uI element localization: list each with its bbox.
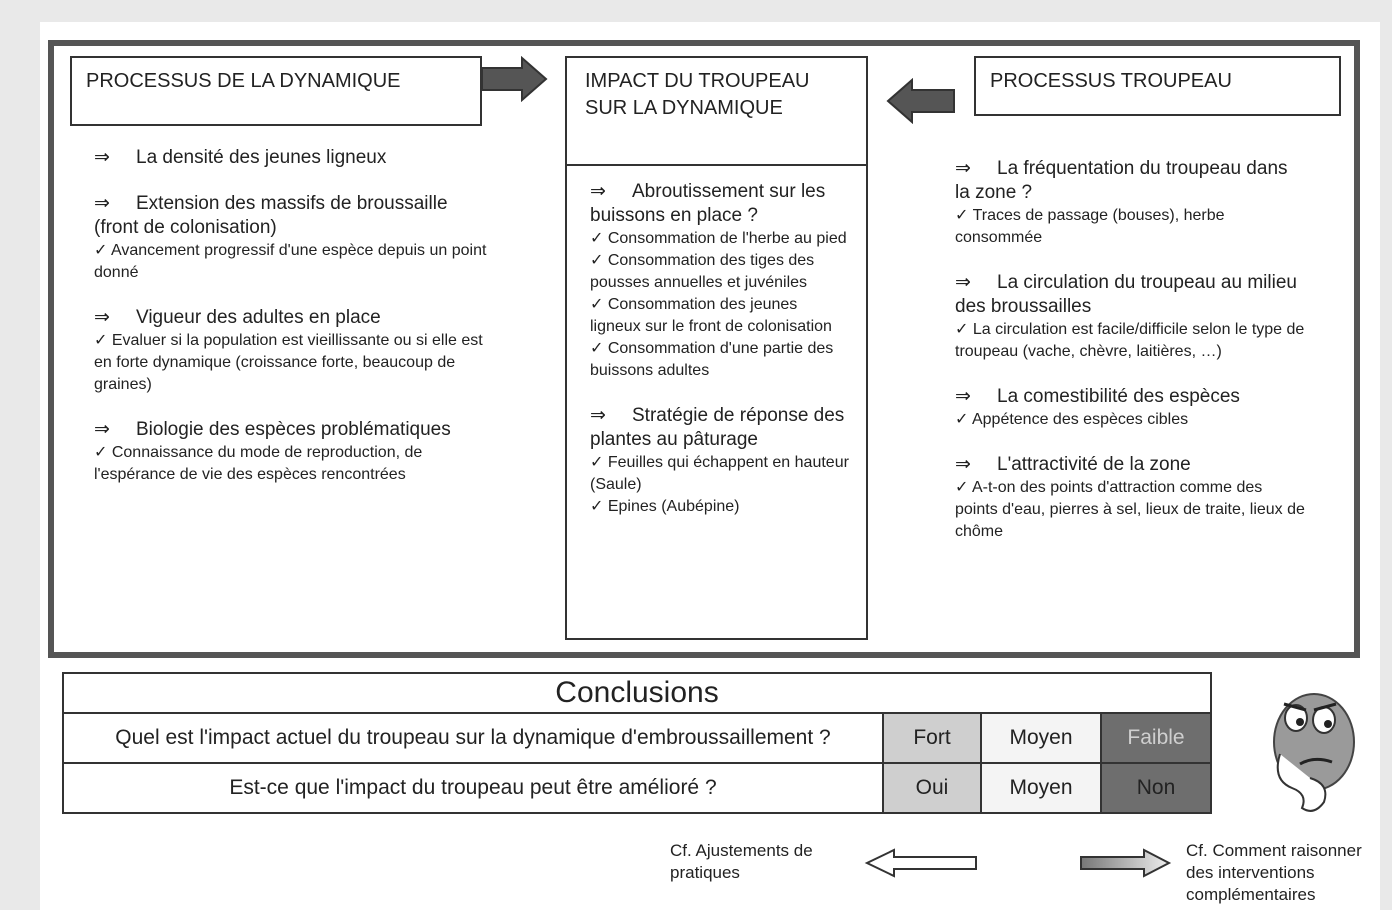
item-detail: ✓ Connaissance du mode de reproduction, …: [94, 444, 423, 483]
item-heading: La comestibilité des espèces: [997, 386, 1240, 407]
item-heading: Extension des massifs de broussaille (fr…: [94, 193, 448, 238]
item-detail: ✓ Consommation d'une partie des buissons…: [590, 340, 834, 379]
middle-title: IMPACT DU TROUPEAU SUR LA DYNAMIQUE: [585, 70, 810, 119]
conclusion-row: Est-ce que l'impact du troupeau peut êtr…: [62, 762, 1212, 814]
conclusion-row: Quel est l'impact actuel du troupeau sur…: [62, 712, 1212, 764]
item-heading: Biologie des espèces problématiques: [136, 419, 451, 440]
middle-title-box: IMPACT DU TROUPEAU SUR LA DYNAMIQUE: [567, 58, 866, 166]
list-item: ⇒ La densité des jeunes ligneux: [94, 146, 494, 170]
option-faible[interactable]: Faible: [1100, 712, 1212, 764]
right-title-box: PROCESSUS TROUPEAU: [974, 56, 1341, 116]
item-detail: ✓ Consommation des jeunes ligneux sur le…: [590, 296, 832, 335]
right-column: ⇒La fréquentation du troupeau dans la zo…: [955, 157, 1305, 565]
conclusions-title: Conclusions: [62, 672, 1212, 714]
question-impact: Quel est l'impact actuel du troupeau sur…: [62, 712, 884, 764]
double-arrow-icon: ⇒: [94, 147, 110, 168]
double-arrow-icon: ⇒: [955, 454, 971, 475]
double-arrow-icon: ⇒: [94, 193, 110, 214]
footer-left-note: Cf. Ajustements de pratiques: [670, 841, 813, 882]
item-detail: ✓ Consommation des tiges des pousses ann…: [590, 252, 815, 291]
item-heading: Vigueur des adultes en place: [136, 307, 381, 328]
list-item: ⇒ Vigueur des adultes en place ✓ Evaluer s…: [94, 306, 494, 396]
double-arrow-icon: ⇒: [955, 386, 971, 407]
left-title: PROCESSUS DE LA DYNAMIQUE: [86, 70, 401, 92]
option-non[interactable]: Non: [1100, 762, 1212, 814]
item-detail: ✓ A-t-on des points d'attraction comme d…: [955, 479, 1305, 540]
left-title-box: PROCESSUS DE LA DYNAMIQUE: [70, 56, 482, 126]
item-heading: Stratégie de réponse des plantes au pâtu…: [590, 405, 845, 450]
option-fort[interactable]: Fort: [882, 712, 982, 764]
item-heading: La circulation du troupeau au milieu des…: [955, 272, 1297, 317]
list-item: ⇒Abroutissement sur les buissons en plac…: [590, 180, 852, 382]
option-moyen[interactable]: Moyen: [980, 712, 1102, 764]
arrow-left-icon: [864, 848, 977, 878]
list-item: ⇒Extension des massifs de broussaille (f…: [94, 192, 494, 284]
list-item: ⇒ Biologie des espèces problématiques ✓ Co…: [94, 418, 494, 486]
question-amelioration: Est-ce que l'impact du troupeau peut êtr…: [62, 762, 884, 814]
thinking-face-icon: [1273, 693, 1355, 812]
option-moyen[interactable]: Moyen: [980, 762, 1102, 814]
item-heading: Abroutissement sur les buissons en place…: [590, 181, 826, 226]
list-item: ⇒ La comestibilité des espèces ✓ Appétence…: [955, 385, 1305, 431]
item-detail: ✓ Feuilles qui échappent en hauteur (Sau…: [590, 454, 849, 493]
item-detail: ✓ Consommation de l'herbe au pied: [590, 230, 847, 247]
item-detail: ✓ Evaluer si la population est vieilliss…: [94, 332, 483, 393]
right-title: PROCESSUS TROUPEAU: [990, 70, 1232, 92]
item-detail: ✓ Traces de passage (bouses), herbe cons…: [955, 207, 1225, 246]
double-arrow-icon: ⇒: [94, 419, 110, 440]
list-item: ⇒Stratégie de réponse des plantes au pât…: [590, 404, 852, 518]
list-item: ⇒La fréquentation du troupeau dans la zo…: [955, 157, 1305, 249]
arrow-right-icon: [481, 56, 548, 102]
list-item: ⇒ L'attractivité de la zone ✓ A-t-on des p…: [955, 453, 1305, 543]
option-oui[interactable]: Oui: [882, 762, 982, 814]
double-arrow-icon: ⇒: [94, 307, 110, 328]
footer-right-note: Cf. Comment raisonner des interventions …: [1186, 841, 1362, 904]
middle-box: IMPACT DU TROUPEAU SUR LA DYNAMIQUE: [565, 56, 868, 640]
double-arrow-icon: ⇒: [955, 158, 971, 179]
item-detail: ✓ Epines (Aubépine): [590, 498, 740, 515]
conclusions-table: Conclusions Quel est l'impact actuel du …: [62, 672, 1212, 814]
left-column: ⇒La densité des jeunes ligneux⇒Extension…: [94, 146, 494, 508]
list-item: ⇒La circulation du troupeau au milieu de…: [955, 271, 1305, 363]
item-heading: La densité des jeunes ligneux: [136, 147, 387, 168]
arrow-right-icon: [1080, 848, 1172, 878]
double-arrow-icon: ⇒: [955, 272, 971, 293]
item-heading: La fréquentation du troupeau dans la zon…: [955, 158, 1288, 203]
arrow-left-icon: [886, 78, 955, 124]
double-arrow-icon: ⇒: [590, 405, 606, 426]
item-detail: ✓ Appétence des espèces cibles: [955, 411, 1189, 428]
middle-column: ⇒Abroutissement sur les buissons en plac…: [590, 180, 852, 540]
double-arrow-icon: ⇒: [590, 181, 606, 202]
item-detail: ✓ Avancement progressif d'une espèce dep…: [94, 242, 487, 281]
item-detail: ✓ La circulation est facile/difficile se…: [955, 321, 1305, 360]
item-heading: L'attractivité de la zone: [997, 454, 1191, 475]
